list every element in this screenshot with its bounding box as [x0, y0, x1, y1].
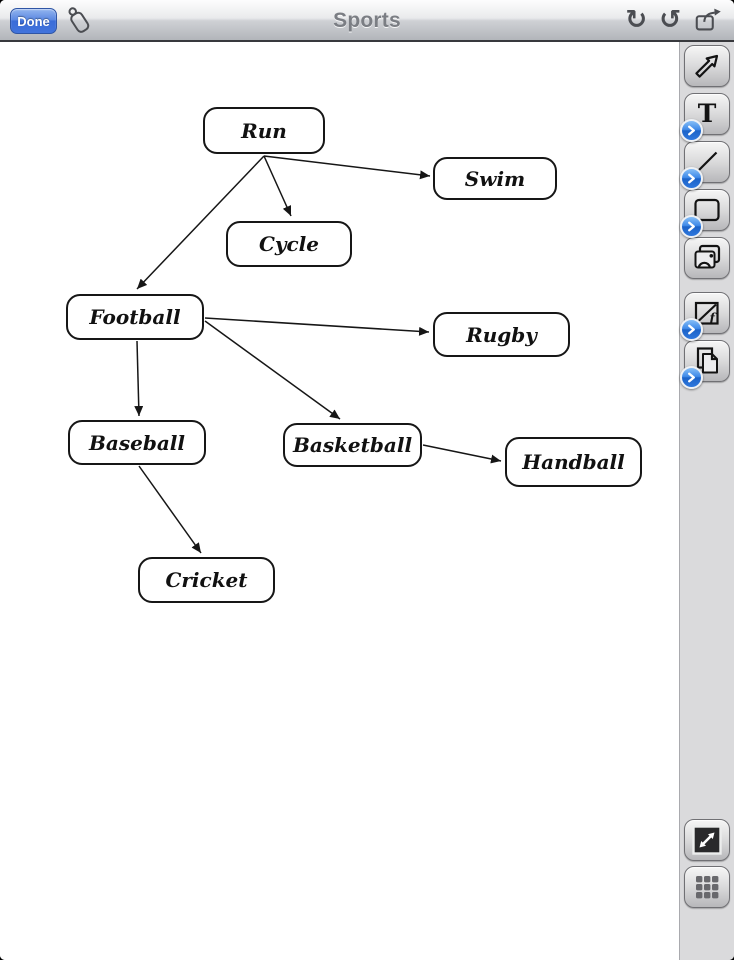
chevron-right-icon: [684, 123, 699, 138]
edge-football-basketball[interactable]: [204, 320, 341, 420]
options-badge[interactable]: [680, 167, 703, 190]
options-badge[interactable]: [680, 366, 703, 389]
topbar-actions: ↻↺: [625, 0, 725, 40]
title-bar: Done Sports ↻↺: [0, 0, 734, 42]
grid-icon: [690, 870, 724, 904]
chevron-right-icon: [684, 322, 699, 337]
edge-baseball-cricket[interactable]: [138, 465, 202, 554]
redo-icon-glyph: ↻: [625, 5, 648, 35]
chevron-right-icon: [684, 171, 699, 186]
marker-pen-icon[interactable]: [58, 1, 98, 41]
redo-icon[interactable]: ↻: [625, 0, 647, 40]
share-icon-glyph: [693, 4, 725, 36]
options-badge[interactable]: [680, 318, 703, 341]
style-tool-button[interactable]: [680, 292, 730, 341]
edge-basketball-handball[interactable]: [422, 444, 502, 464]
node-run[interactable]: Run: [203, 107, 325, 154]
edge-run-cycle[interactable]: [263, 155, 292, 217]
options-badge[interactable]: [680, 119, 703, 142]
edge-football-baseball[interactable]: [134, 340, 144, 417]
photos-tool-button[interactable]: [684, 237, 730, 279]
tool-group-main: [680, 42, 734, 389]
share-icon[interactable]: [693, 0, 725, 40]
node-football[interactable]: Football: [66, 294, 204, 340]
edge-layer: [134, 155, 502, 554]
done-button[interactable]: Done: [10, 8, 57, 34]
grid-tool-button[interactable]: [684, 866, 730, 908]
node-rugby[interactable]: Rugby: [433, 312, 570, 357]
fit-screen-tool-button[interactable]: [684, 819, 730, 861]
pages-tool-button[interactable]: [680, 340, 730, 389]
edge-run-swim[interactable]: [263, 155, 431, 180]
tool-group-bottom: [684, 819, 730, 908]
node-handball[interactable]: Handball: [505, 437, 642, 487]
node-cycle[interactable]: Cycle: [226, 221, 352, 267]
edge-run-football[interactable]: [136, 155, 265, 290]
node-baseball[interactable]: Baseball: [68, 420, 206, 465]
pointer-icon: [690, 49, 724, 83]
pointer-tool-button[interactable]: [684, 45, 730, 87]
shape-tool-button[interactable]: [680, 189, 730, 238]
options-badge[interactable]: [680, 215, 703, 238]
tool-sidebar: [679, 42, 734, 960]
chevron-right-icon: [684, 370, 699, 385]
line-tool-button[interactable]: [680, 141, 730, 190]
text-tool-button[interactable]: [680, 93, 730, 142]
edge-football-rugby[interactable]: [204, 317, 430, 336]
undo-icon-glyph: ↺: [659, 5, 681, 35]
page-title: Sports: [333, 9, 401, 32]
node-basketball[interactable]: Basketball: [283, 423, 422, 467]
node-swim[interactable]: Swim: [433, 157, 557, 200]
marker-pen-glyph: [68, 7, 90, 33]
chevron-right-icon: [684, 219, 699, 234]
fit-icon: [690, 823, 724, 857]
photos-icon: [690, 241, 724, 275]
undo-icon[interactable]: ↺: [659, 0, 681, 40]
node-cricket[interactable]: Cricket: [138, 557, 275, 603]
